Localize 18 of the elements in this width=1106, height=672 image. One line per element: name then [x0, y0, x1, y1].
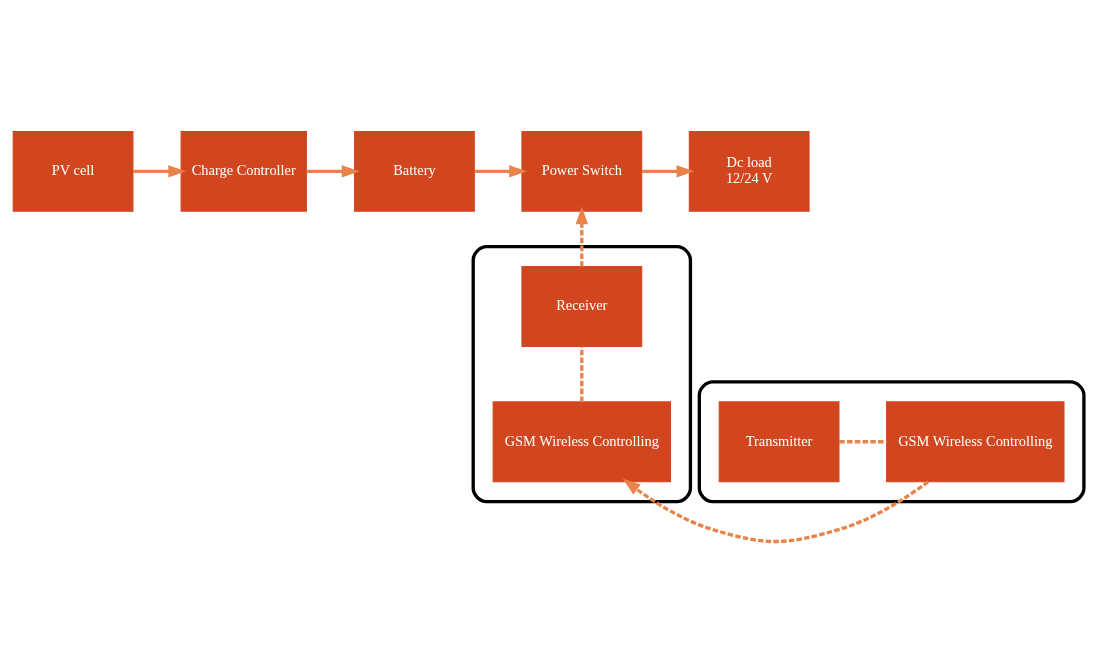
node-box: Receiver — [521, 265, 643, 347]
arrow — [641, 164, 695, 178]
node-box: Dc load 12/24 V — [688, 130, 810, 212]
node-box: GSM Wireless Controlling — [492, 400, 672, 482]
arrow — [474, 164, 527, 178]
arrow — [133, 164, 187, 178]
node-box: Charge Controller — [180, 130, 307, 212]
node-box: Power Switch — [521, 130, 643, 212]
arrow — [622, 478, 930, 543]
arrow — [575, 206, 589, 267]
node-box: PV cell — [12, 130, 134, 212]
cluster — [697, 379, 1086, 503]
node-box: Battery — [354, 130, 475, 212]
node-box: Transmitter — [718, 400, 840, 482]
cluster — [471, 244, 693, 503]
node-box: GSM Wireless Controlling — [886, 400, 1065, 482]
connector — [839, 439, 887, 443]
arrow — [306, 164, 360, 178]
